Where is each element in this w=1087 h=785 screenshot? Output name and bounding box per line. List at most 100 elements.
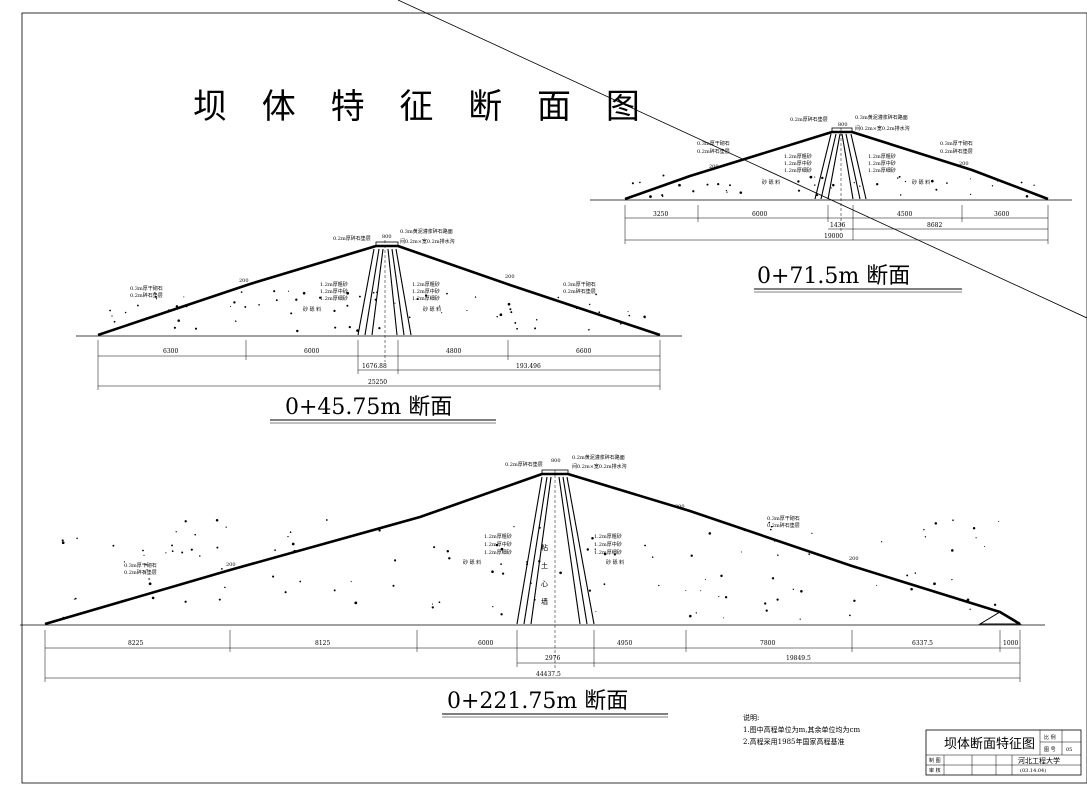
callout: 1.2m厚细砂 [594, 549, 622, 556]
gravel-dot [354, 601, 358, 605]
gravel-dot [350, 581, 352, 583]
dim: 6337.5 [912, 640, 933, 647]
gravel-dot [378, 326, 381, 330]
callout: 0.3m厚干砌石 [940, 140, 973, 147]
gravel-dot [930, 179, 934, 183]
gravel-dot [740, 551, 742, 553]
gravel-dot [356, 329, 359, 332]
gravel-dot [718, 596, 720, 598]
gravel-dot [717, 182, 720, 186]
gravel-dot [725, 189, 728, 192]
material-label: 砂 砾 料 [762, 179, 780, 186]
gravel-dot [644, 317, 646, 319]
gravel-dot [194, 533, 196, 536]
gravel-dot [792, 588, 794, 590]
gravel-dot [61, 539, 64, 542]
section-45-75: 0.3m黄泥灌浆碎石路面 0.2m厚碎石垫层 间0.2m×宽0.2m排水沟 0.… [76, 228, 682, 424]
gravel-dot [935, 188, 938, 191]
gravel-dot [588, 328, 590, 331]
core-right-outer [395, 248, 412, 336]
gravel-dot [148, 592, 151, 594]
gravel-dot [808, 553, 811, 555]
gravel-dot [424, 294, 428, 297]
dim: 200 [709, 164, 719, 170]
gravel-dot [73, 598, 75, 600]
draw-label: 制 图 [929, 757, 941, 764]
gravel-dot [495, 543, 499, 547]
dim: 19000 [824, 233, 843, 240]
gravel-dot [168, 309, 170, 311]
title-block-name: 坝体断面特征图 [944, 737, 1035, 752]
gravel-dot [586, 548, 590, 551]
gravel-dot [880, 541, 883, 543]
core-label: 土 [541, 561, 548, 570]
core-right-mid [841, 133, 854, 200]
gravel-dot [998, 520, 1000, 522]
gravel-dot [240, 291, 243, 293]
gravel-dot [830, 187, 832, 189]
gravel-dot [765, 609, 768, 612]
dim: 4500 [897, 211, 912, 218]
gravel-dot [685, 589, 687, 592]
gravel-dot [194, 327, 198, 330]
gravel-dot [416, 297, 419, 301]
gravel-dot [899, 194, 902, 196]
dim: 6000 [752, 211, 767, 218]
gravel-dot [770, 528, 772, 531]
gravel-dot [726, 191, 728, 193]
gravel-dot [148, 578, 150, 580]
gravel-dot [234, 320, 237, 322]
crest-road [541, 469, 569, 475]
dim: 800 [551, 458, 561, 464]
core-left-outer [357, 248, 375, 336]
dim: 44437.5 [536, 671, 561, 678]
gravel-dot [538, 560, 541, 563]
callout: 0.3m厚干砌石 [767, 515, 800, 522]
notes-line-2: 2.高程采用1985年国家高程基准 [743, 737, 845, 746]
gravel-dot [325, 519, 328, 521]
gravel-dot [594, 548, 596, 550]
gravel-dot [952, 519, 954, 521]
gravel-dot [348, 325, 351, 329]
gravel-dot [215, 519, 219, 522]
gravel-dot [530, 582, 532, 584]
dim: 200 [505, 274, 515, 280]
gravel-dot [290, 312, 293, 315]
dim: 200 [675, 504, 685, 510]
gravel-dot [923, 529, 925, 531]
callout: 1.2m厚粗砂 [868, 153, 896, 160]
dim: 193.496 [516, 363, 541, 370]
gravel-dot [185, 304, 188, 308]
dim: 3600 [994, 211, 1009, 218]
gravel-dot [991, 185, 994, 187]
drawing-title: 坝 体 特 征 断 面 图 [193, 87, 652, 127]
gravel-dot [598, 311, 601, 314]
gravel-dot [689, 614, 692, 618]
gravel-dot [346, 291, 350, 295]
crest-road [831, 127, 853, 133]
gravel-dot [678, 183, 681, 187]
section-label: 0+45.75m 断面 [285, 395, 452, 420]
gravel-dot [408, 316, 411, 319]
callout: 0.2m碎石垫层 [697, 148, 730, 155]
gravel-dot [706, 183, 709, 186]
core-right-inner [391, 248, 405, 336]
gravel-dot [969, 178, 972, 180]
gravel-dot [293, 549, 297, 553]
callout: 0.2m碎石垫层 [130, 292, 163, 299]
gravel-dot [651, 556, 654, 558]
callout: 间0.2m×宽0.2m排水沟 [400, 238, 455, 245]
gravel-dot [333, 309, 336, 313]
gravel-dot [516, 327, 518, 330]
gravel-dot [853, 599, 856, 603]
gravel-dot [526, 563, 529, 566]
callout: 1.2m厚细砂 [784, 167, 812, 174]
dim: 4950 [617, 640, 632, 647]
gravel-dot [184, 600, 187, 603]
dim: 2976 [545, 655, 560, 662]
dim: 3250 [653, 211, 668, 218]
gravel-dot [319, 296, 322, 299]
gravel-dot [800, 590, 803, 593]
gravel-dot [814, 184, 816, 186]
gravel-dot [996, 180, 999, 182]
